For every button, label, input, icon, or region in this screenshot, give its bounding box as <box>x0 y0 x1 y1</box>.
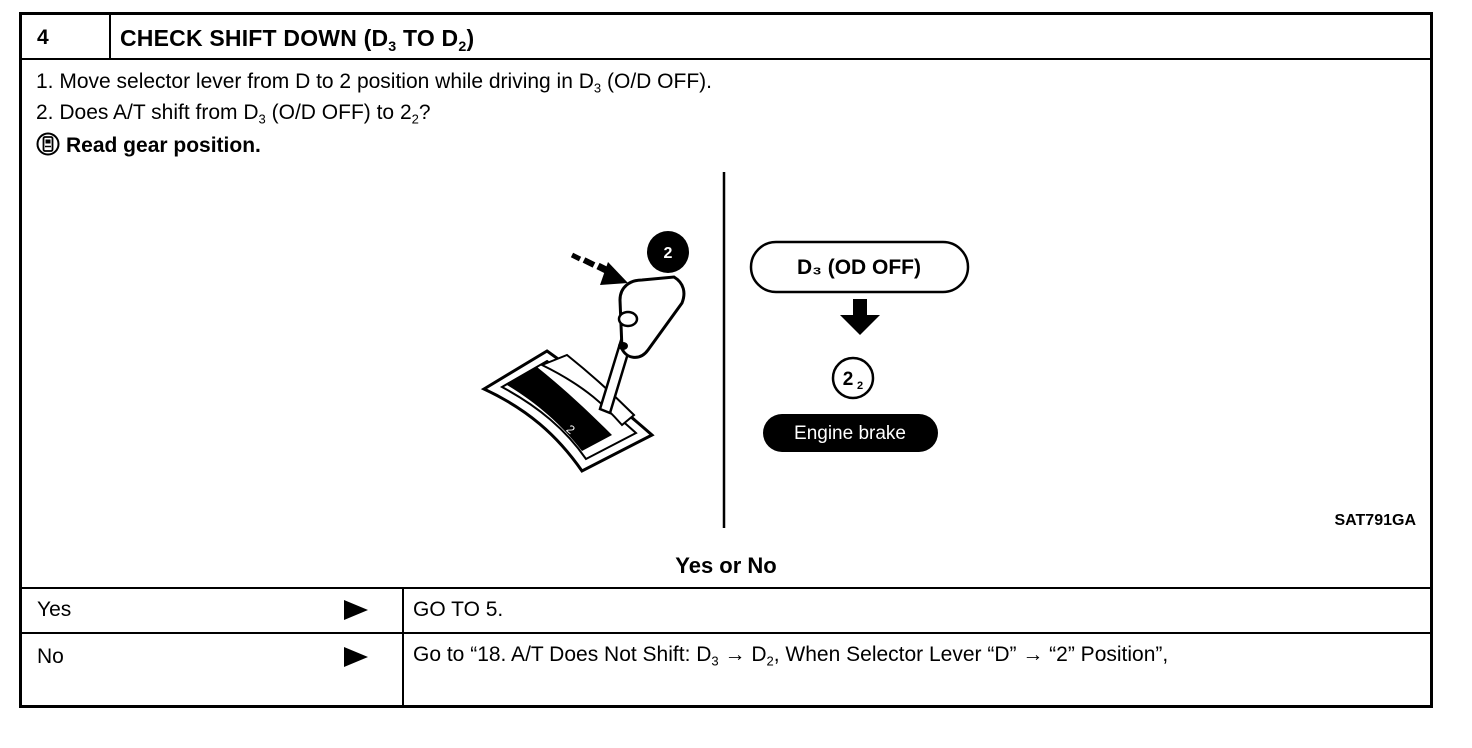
procedure-table: 4 CHECK SHIFT DOWN (D3 TO D2) 1. Move se… <box>19 12 1433 708</box>
down-arrow-icon <box>840 299 880 335</box>
no-label: No <box>37 645 64 668</box>
from-gear-pill <box>749 240 970 294</box>
yes-label: Yes <box>37 598 72 621</box>
lever-position-label: 2 <box>664 245 673 262</box>
to-gear-label: 2 <box>843 369 854 390</box>
column-divider <box>402 634 404 708</box>
step-title: CHECK SHIFT DOWN (D3 TO D2) <box>120 25 475 55</box>
consult-tool-icon <box>36 132 60 162</box>
instruction-3: Read gear position. <box>36 132 261 162</box>
result-row-no: No Go to “18. A/T Does Not Shift: D3 → D… <box>22 632 1430 708</box>
play-arrow-icon <box>344 647 368 667</box>
gear-shift-illustration: 2 2 D₃ (OD OFF) 2 2 Engine brake <box>480 172 970 528</box>
lever-position-badge <box>647 231 689 273</box>
from-gear-label: D₃ (OD OFF) <box>797 256 921 279</box>
to-gear-circle <box>831 356 875 400</box>
question-label: Yes or No <box>675 553 777 578</box>
yes-action: GO TO 5. <box>413 598 504 621</box>
instruction-2: 2. Does A/T shift from D3 (O/D OFF) to 2… <box>36 101 431 127</box>
step-number: 4 <box>22 15 111 58</box>
column-divider <box>402 589 404 632</box>
selector-lever-icon <box>598 275 686 415</box>
to-gear-sub: 2 <box>857 380 863 392</box>
no-action: Go to “18. A/T Does Not Shift: D3 → D2, … <box>413 643 1169 669</box>
shift-gate-icon: 2 <box>480 349 655 473</box>
step-header: 4 CHECK SHIFT DOWN (D3 TO D2) <box>22 15 1430 60</box>
play-arrow-icon <box>344 600 368 620</box>
result-row-yes: Yes GO TO 5. <box>22 587 1430 632</box>
motion-arrow-icon <box>570 252 628 285</box>
engine-brake-label: Engine brake <box>794 423 906 444</box>
engine-brake-pill <box>763 414 938 452</box>
instruction-1: 1. Move selector lever from D to 2 posit… <box>36 70 712 96</box>
figure-id: SAT791GA <box>1334 512 1416 529</box>
